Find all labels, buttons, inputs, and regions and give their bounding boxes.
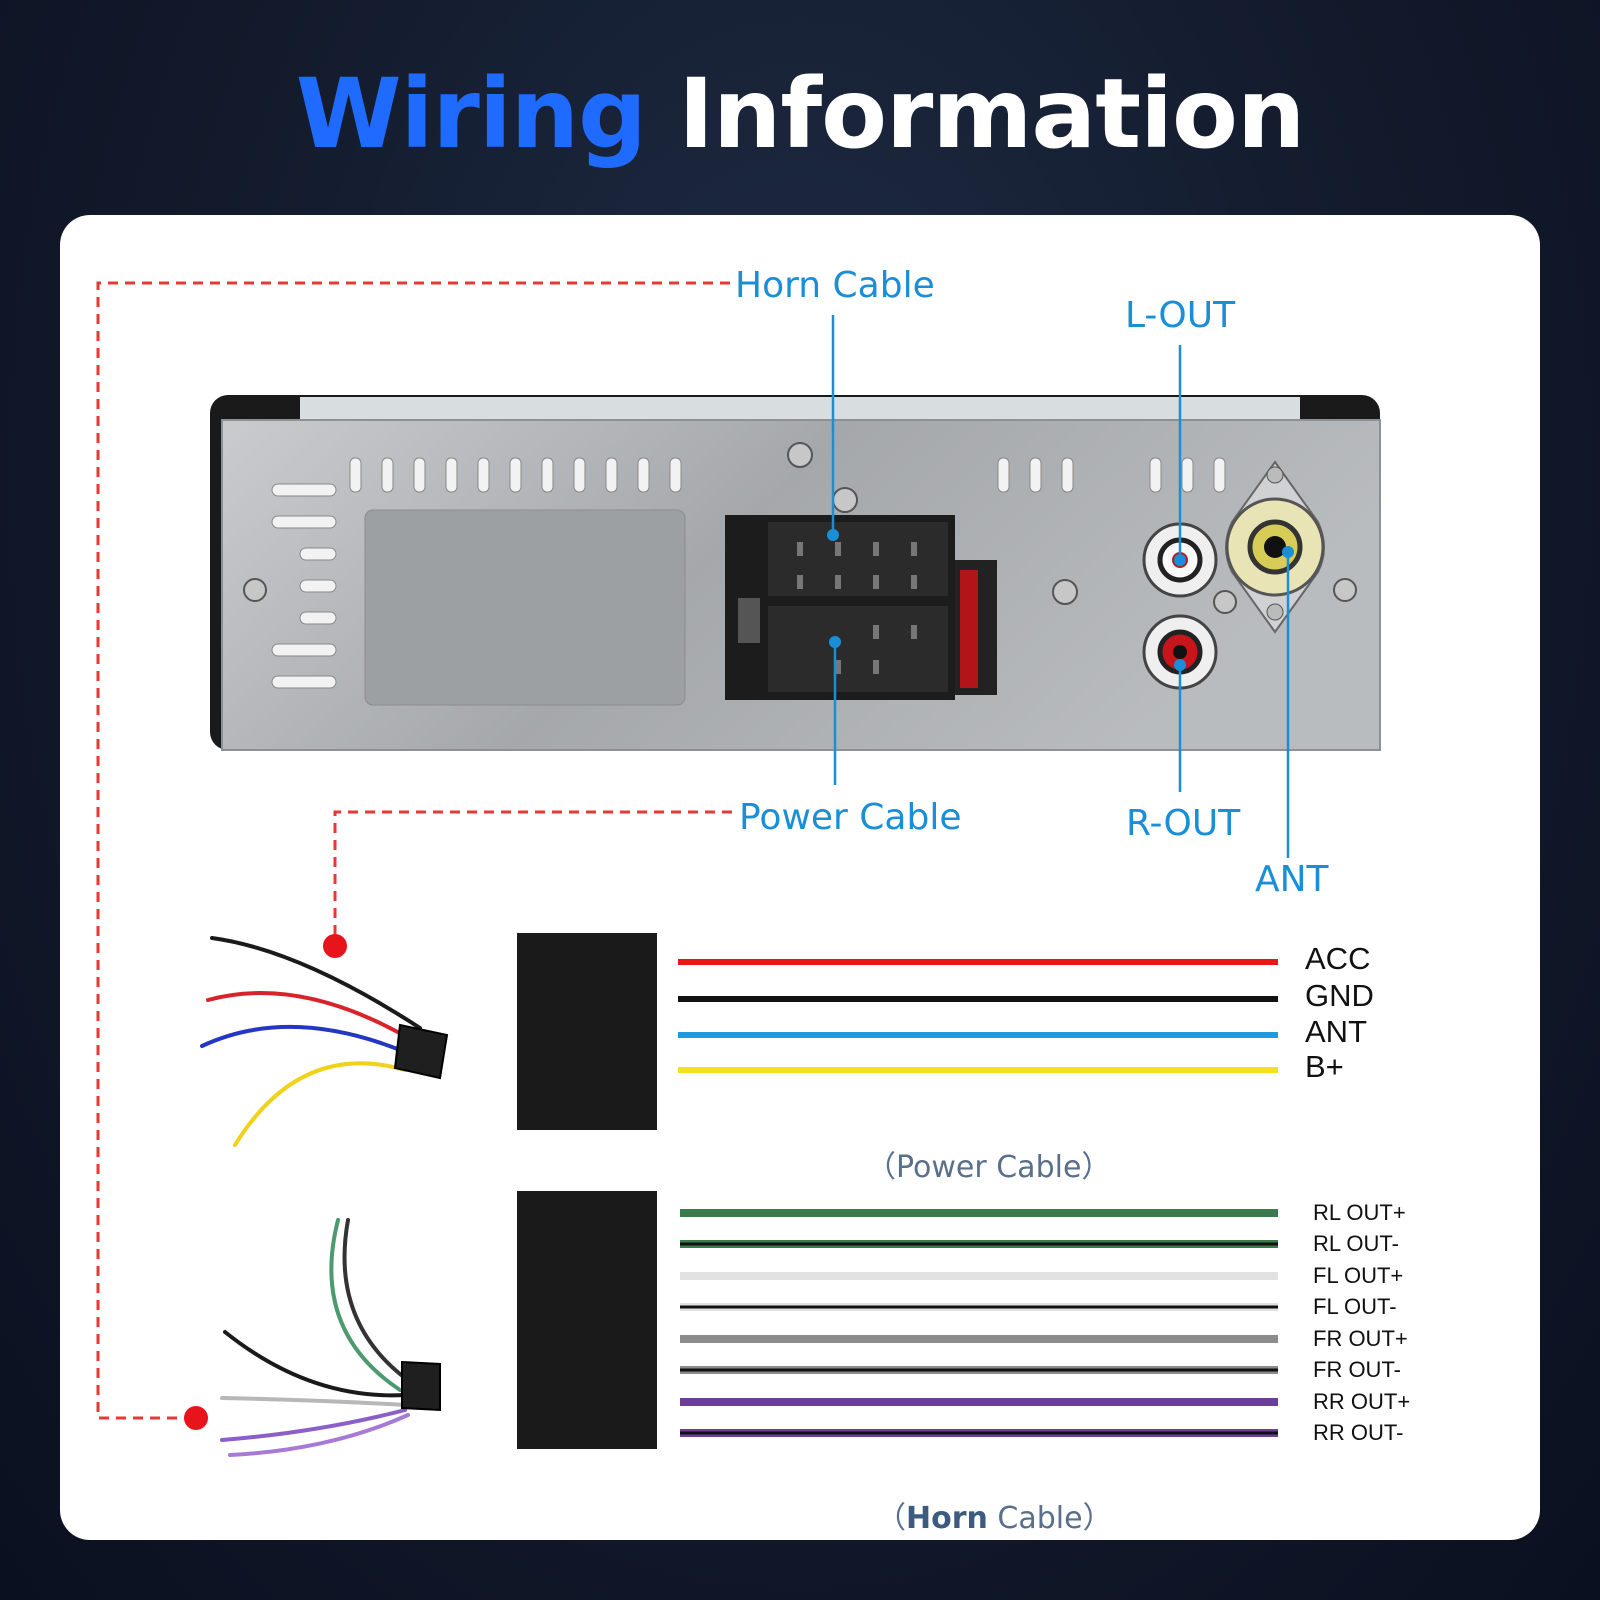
- horn-wire-label: RL OUT+: [1313, 1200, 1406, 1225]
- vent-slots: [271, 457, 1226, 689]
- horn-wire-label: RL OUT-: [1313, 1231, 1399, 1256]
- l-out-pin-dot: [1174, 554, 1186, 566]
- horn-cable-caption: （Horn Cable）: [876, 1501, 1113, 1536]
- power-wire-label: B+: [1305, 1049, 1344, 1084]
- horn-wire-label: RR OUT-: [1313, 1420, 1404, 1445]
- power-cable-photo: [200, 936, 449, 1147]
- horn-cable-photo: [220, 1218, 441, 1457]
- power-cable-label: Power Cable: [739, 797, 962, 838]
- leader-lines: [831, 315, 1290, 858]
- page-title: Wiring Information: [0, 58, 1600, 170]
- screws: [243, 442, 1357, 614]
- power-cable-caption: （Power Cable）: [866, 1150, 1112, 1185]
- title-highlight: Wiring: [295, 58, 647, 170]
- horn-wire-label: FL OUT-: [1313, 1294, 1397, 1319]
- power-cable-marker-dot: [323, 934, 347, 958]
- horn-cable-label: Horn Cable: [735, 265, 935, 306]
- r-out-label: R-OUT: [1126, 803, 1241, 844]
- horn-wire-label: FR OUT-: [1313, 1357, 1401, 1382]
- ant-label: ANT: [1255, 859, 1329, 900]
- power-wire-label: ANT: [1305, 1014, 1367, 1049]
- rca-r-out-jack: [1142, 614, 1218, 690]
- r-out-pin-dot: [1174, 659, 1186, 671]
- power-cable-pin-dot: [829, 636, 841, 648]
- horn-cable-pin-dot: [827, 529, 839, 541]
- power-wire-label: ACC: [1305, 941, 1371, 976]
- horn-cable-marker-dot: [184, 1406, 208, 1430]
- title-rest: Information: [678, 58, 1305, 170]
- l-out-label: L-OUT: [1125, 295, 1236, 336]
- iso-connector: [725, 515, 997, 700]
- dashed-routing: [96, 281, 732, 1420]
- horn-connector-block: [517, 1191, 657, 1449]
- power-connector-block: [517, 933, 657, 1130]
- ant-pin-dot: [1282, 546, 1294, 558]
- radio-rear-panel: [210, 395, 1381, 751]
- power-wire-label: GND: [1305, 978, 1374, 1013]
- horn-wire-label: FL OUT+: [1313, 1263, 1404, 1288]
- horn-wire-label: RR OUT+: [1313, 1389, 1411, 1414]
- horn-wire-label: FR OUT+: [1313, 1326, 1408, 1351]
